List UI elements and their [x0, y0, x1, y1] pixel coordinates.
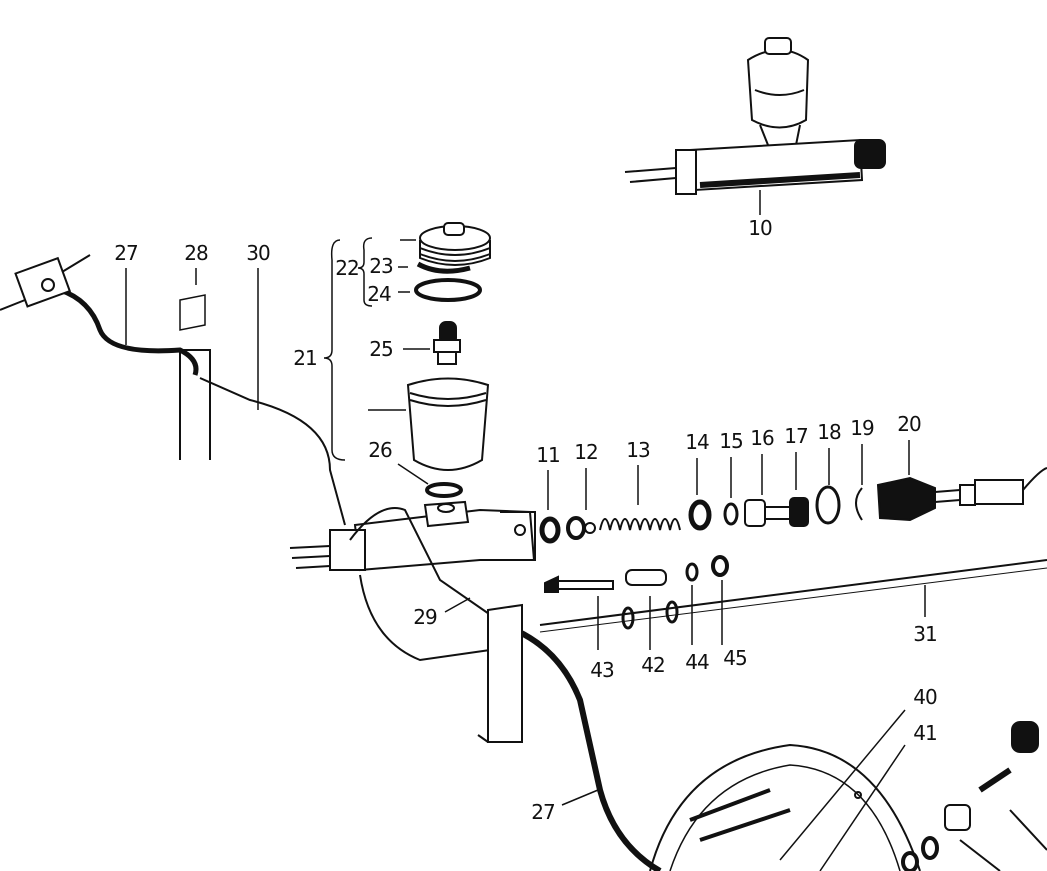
- fixings: [544, 555, 729, 650]
- callout-18: 18: [817, 420, 841, 444]
- callout-21: 21: [293, 346, 317, 370]
- leader-lines: [125, 268, 926, 871]
- callout-45: 45: [723, 646, 747, 670]
- callout-26: 26: [368, 438, 392, 462]
- callout-29: 29: [413, 605, 437, 629]
- callout-22: 22: [335, 256, 359, 280]
- filler-cap: [398, 222, 491, 302]
- callout-42: 42: [641, 653, 665, 677]
- callout-17: 17: [784, 424, 808, 448]
- breather-fitting: [403, 321, 461, 365]
- callout-30: 30: [246, 241, 270, 265]
- callout-11: 11: [536, 443, 560, 467]
- pipes: [59, 287, 1047, 871]
- callout-44: 44: [685, 650, 709, 674]
- callout-43: 43: [590, 658, 614, 682]
- master-cylinder-body: [289, 500, 536, 572]
- assembled-master-cylinder: [624, 37, 886, 215]
- callout-27-top: 27: [114, 241, 138, 265]
- reservoir: [368, 377, 490, 498]
- callout-20: 20: [897, 412, 921, 436]
- callout-14: 14: [685, 430, 709, 454]
- callout-28: 28: [184, 241, 208, 265]
- pipe-union: [0, 254, 91, 311]
- brake-drum: [649, 721, 1047, 871]
- bracket: [179, 294, 523, 743]
- callout-31: 31: [913, 622, 937, 646]
- callout-41: 41: [913, 721, 937, 745]
- internal-parts: [539, 467, 1047, 544]
- callout-15: 15: [719, 429, 743, 453]
- callout-10: 10: [748, 216, 772, 240]
- callout-24: 24: [367, 282, 391, 306]
- callout-19: 19: [850, 416, 874, 440]
- callout-23: 23: [369, 254, 393, 278]
- callout-13: 13: [626, 438, 650, 462]
- callout-12: 12: [574, 440, 598, 464]
- callout-40: 40: [913, 685, 937, 709]
- callout-27-bottom: 27: [531, 800, 555, 824]
- callout-16: 16: [750, 426, 774, 450]
- callout-25: 25: [369, 337, 393, 361]
